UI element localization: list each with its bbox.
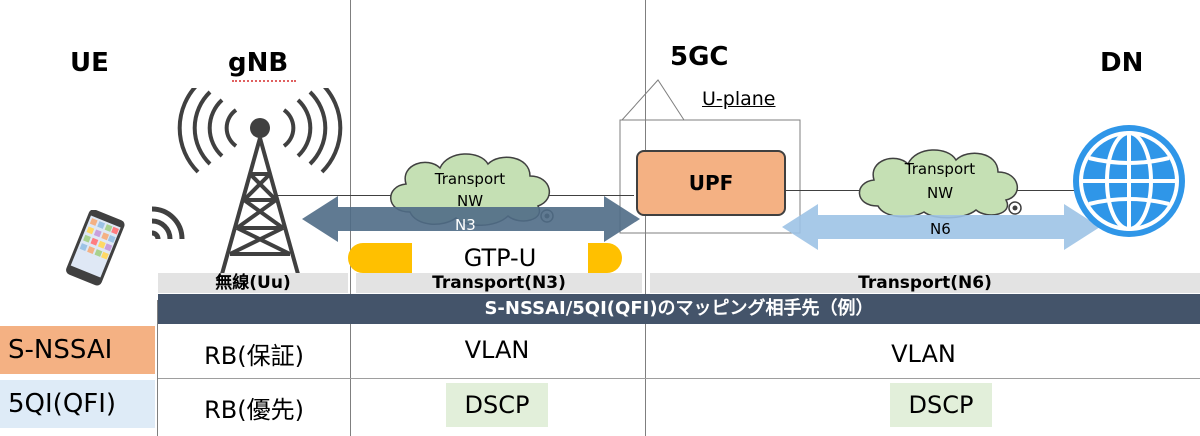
n3-arrow bbox=[302, 196, 640, 242]
segment-transport-n6: Transport(N6) bbox=[650, 273, 1200, 293]
ue-label: UE bbox=[70, 48, 109, 78]
mapping-banner: S-NSSAI/5QI(QFI)のマッピング相手先（例） bbox=[158, 294, 1200, 324]
n3-cloud-line2: NW bbox=[456, 192, 484, 210]
divider-n3-n6 bbox=[645, 0, 646, 436]
n6-arrow bbox=[782, 204, 1100, 250]
row1-radio: RB(保証) bbox=[204, 342, 304, 370]
gnb-label: gNB bbox=[228, 48, 289, 78]
n6-cloud-line2: NW bbox=[926, 184, 954, 202]
dn-label: DN bbox=[1100, 48, 1144, 78]
gtp-u-tunnel-inner bbox=[412, 243, 588, 273]
core-label: 5GC bbox=[670, 42, 729, 72]
n3-arrow-label: N3 bbox=[455, 216, 476, 234]
u-plane-callout bbox=[619, 79, 801, 234]
divider-ue-gnb bbox=[157, 300, 158, 436]
n3-cloud-line1: Transport bbox=[434, 170, 506, 188]
row1-n3: VLAN bbox=[464, 336, 530, 364]
globe-icon bbox=[1073, 125, 1185, 237]
row1-n6: VLAN bbox=[891, 340, 956, 368]
row-key-5qi: 5QI(QFI) bbox=[0, 380, 155, 428]
n6-cloud-line1: Transport bbox=[904, 160, 976, 178]
row-key-s-nssai: S-NSSAI bbox=[0, 326, 155, 374]
antenna-tower-icon bbox=[177, 88, 343, 275]
gnb-underline bbox=[232, 80, 296, 82]
upf-label: UPF bbox=[688, 171, 734, 195]
n6-arrow-label: N6 bbox=[930, 220, 951, 238]
upf-box bbox=[636, 150, 786, 216]
row2-n3-dscp: DSCP bbox=[446, 383, 548, 427]
segment-transport-n3: Transport(N3) bbox=[356, 273, 642, 293]
transport-nw-cloud-n6 bbox=[858, 149, 1022, 219]
wireless-signal-icon bbox=[151, 206, 185, 240]
row-separator-1 bbox=[158, 378, 1200, 379]
segment-radio: 無線(Uu) bbox=[158, 273, 348, 293]
u-plane-label: U-plane bbox=[702, 88, 776, 110]
smartphone-icon bbox=[66, 210, 125, 286]
row2-radio: RB(優先) bbox=[204, 396, 304, 424]
gtp-u-label: GTP-U bbox=[463, 244, 537, 272]
row2-n6-dscp: DSCP bbox=[890, 383, 992, 427]
